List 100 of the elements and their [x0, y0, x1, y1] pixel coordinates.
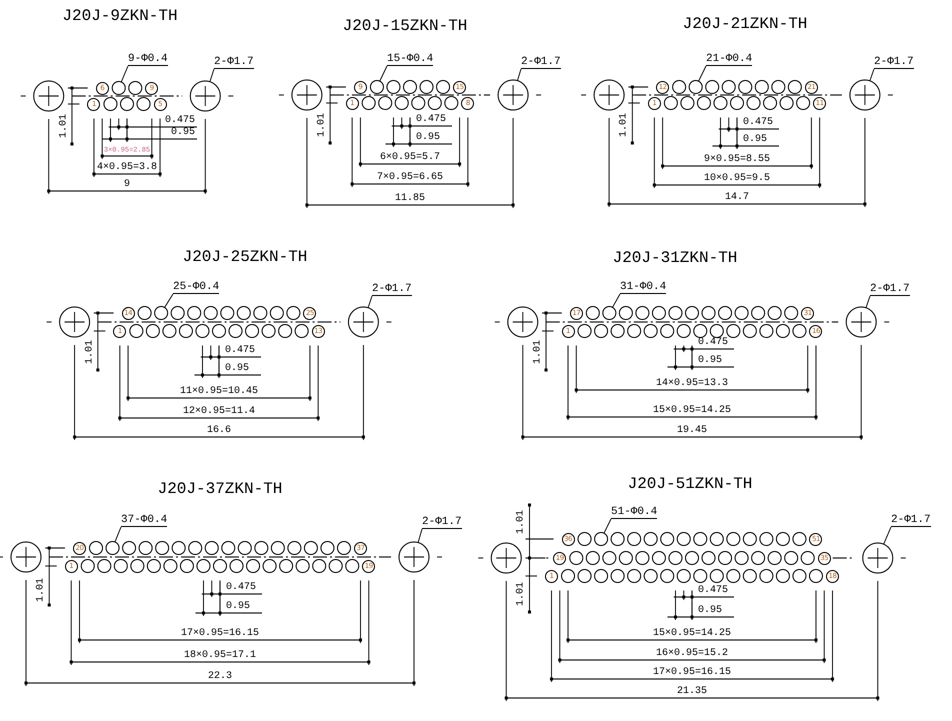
pin-hole	[188, 541, 202, 555]
pin-hole	[304, 541, 318, 555]
mounting-hole	[59, 306, 90, 338]
pin-hole	[362, 96, 376, 110]
pin-hole	[726, 569, 740, 583]
pin-hole	[172, 541, 186, 555]
pin-hole	[162, 324, 176, 338]
dimension-label: 15×0.95=14.25	[653, 628, 731, 639]
pin-hole	[792, 532, 806, 546]
pin-hole	[254, 541, 268, 555]
pin-hole	[610, 324, 625, 338]
callout-label: 15-Φ0.4	[387, 53, 434, 66]
leader-line	[604, 518, 612, 534]
pin-hole	[685, 306, 699, 320]
pin-hole	[685, 551, 699, 565]
pin-hole	[693, 324, 708, 338]
pin-hole	[676, 532, 691, 546]
dimension-label: 1.01	[516, 510, 527, 534]
pin-hole	[129, 324, 144, 338]
pin-hole	[411, 96, 426, 110]
pin-hole	[378, 96, 392, 110]
pin-hole	[594, 324, 608, 338]
part-number-title: J20J-31ZKN-TH	[612, 250, 738, 268]
leader-line	[869, 68, 874, 82]
pin-hole	[660, 569, 674, 583]
callout-label: 2-Φ1.7	[521, 56, 561, 69]
pin-hole	[246, 559, 260, 573]
pin-hole	[112, 81, 126, 95]
pin-hole	[784, 306, 798, 320]
dimension-label: 14×0.95=13.3	[656, 378, 728, 389]
dimension-label: 1.01	[36, 578, 47, 602]
pin-hole	[730, 96, 744, 110]
dimension-label: 1.01	[84, 340, 96, 364]
pin-hole	[660, 532, 674, 546]
mounting-hole	[10, 542, 42, 572]
pin-hole	[738, 80, 752, 94]
dimension-label: 12×0.95=11.4	[183, 406, 255, 417]
dimension-label: 0.475	[698, 337, 728, 348]
pin-hole	[294, 324, 309, 338]
dimension-label: 11×0.95=10.45	[180, 386, 258, 397]
pin-hole	[792, 324, 806, 338]
pin-hole	[680, 96, 694, 110]
callout-label: 2-Φ1.7	[870, 283, 910, 296]
mounting-hole	[862, 542, 894, 574]
mounting-hole	[849, 80, 880, 110]
pin-hole	[155, 541, 170, 555]
pin-hole	[336, 541, 351, 555]
pin-hole	[726, 324, 740, 338]
pin-hole	[120, 97, 134, 111]
pin-hole	[792, 569, 806, 583]
pin-hole	[180, 559, 194, 573]
callout-label: 51-Φ0.4	[611, 506, 658, 519]
callout-label: 31-Φ0.4	[620, 281, 666, 294]
pin-hole	[245, 324, 260, 338]
pin-hole	[776, 532, 790, 546]
dimension-label: 14.7	[725, 192, 749, 203]
pin-hole	[128, 81, 142, 95]
pin-hole	[236, 306, 251, 320]
dimension-label: 0.475	[698, 585, 728, 596]
pin-hole	[138, 306, 152, 320]
pin-hole	[122, 541, 136, 555]
pin-hole	[578, 569, 592, 583]
dimension-label: 17×0.95=16.15	[653, 667, 731, 678]
pin-hole	[754, 80, 769, 94]
pin-hole	[722, 80, 736, 94]
pin-hole	[644, 532, 658, 546]
pin-hole	[635, 306, 650, 320]
pin-hole	[768, 551, 782, 565]
leader-line	[368, 296, 372, 308]
pin-hole	[610, 532, 625, 546]
pin-hole	[644, 324, 658, 338]
pin-hole	[610, 569, 625, 583]
pin-hole	[693, 532, 708, 546]
pin-hole	[345, 559, 360, 573]
pin-hole	[742, 569, 757, 583]
pin-hole	[776, 569, 790, 583]
leader-line	[418, 528, 422, 544]
mounting-hole	[498, 80, 529, 110]
pin-hole	[578, 324, 592, 338]
callout-label: 2-Φ1.7	[422, 516, 462, 529]
callout-label: 2-Φ1.7	[214, 56, 254, 69]
pin-hole	[279, 559, 294, 573]
dimension-label: 0.95	[698, 605, 722, 616]
pin-hole	[688, 80, 703, 94]
pin-hole	[97, 559, 112, 573]
pin-hole	[221, 541, 236, 555]
pin-hole	[296, 559, 310, 573]
pin-hole	[238, 541, 252, 555]
pin-hole	[780, 96, 794, 110]
dimension-label: 9×0.95=8.55	[704, 154, 770, 165]
pin-hole	[212, 324, 226, 338]
pin-hole	[763, 96, 778, 110]
pin-hole	[718, 306, 732, 320]
callout-label: 25-Φ0.4	[173, 281, 220, 294]
pin-hole	[278, 324, 292, 338]
pin-hole	[103, 97, 118, 111]
pin-hole	[771, 80, 786, 94]
dimension-label: 16.6	[207, 425, 231, 436]
callout-label: 9-Φ0.4	[128, 53, 168, 66]
pin-hole	[710, 532, 724, 546]
